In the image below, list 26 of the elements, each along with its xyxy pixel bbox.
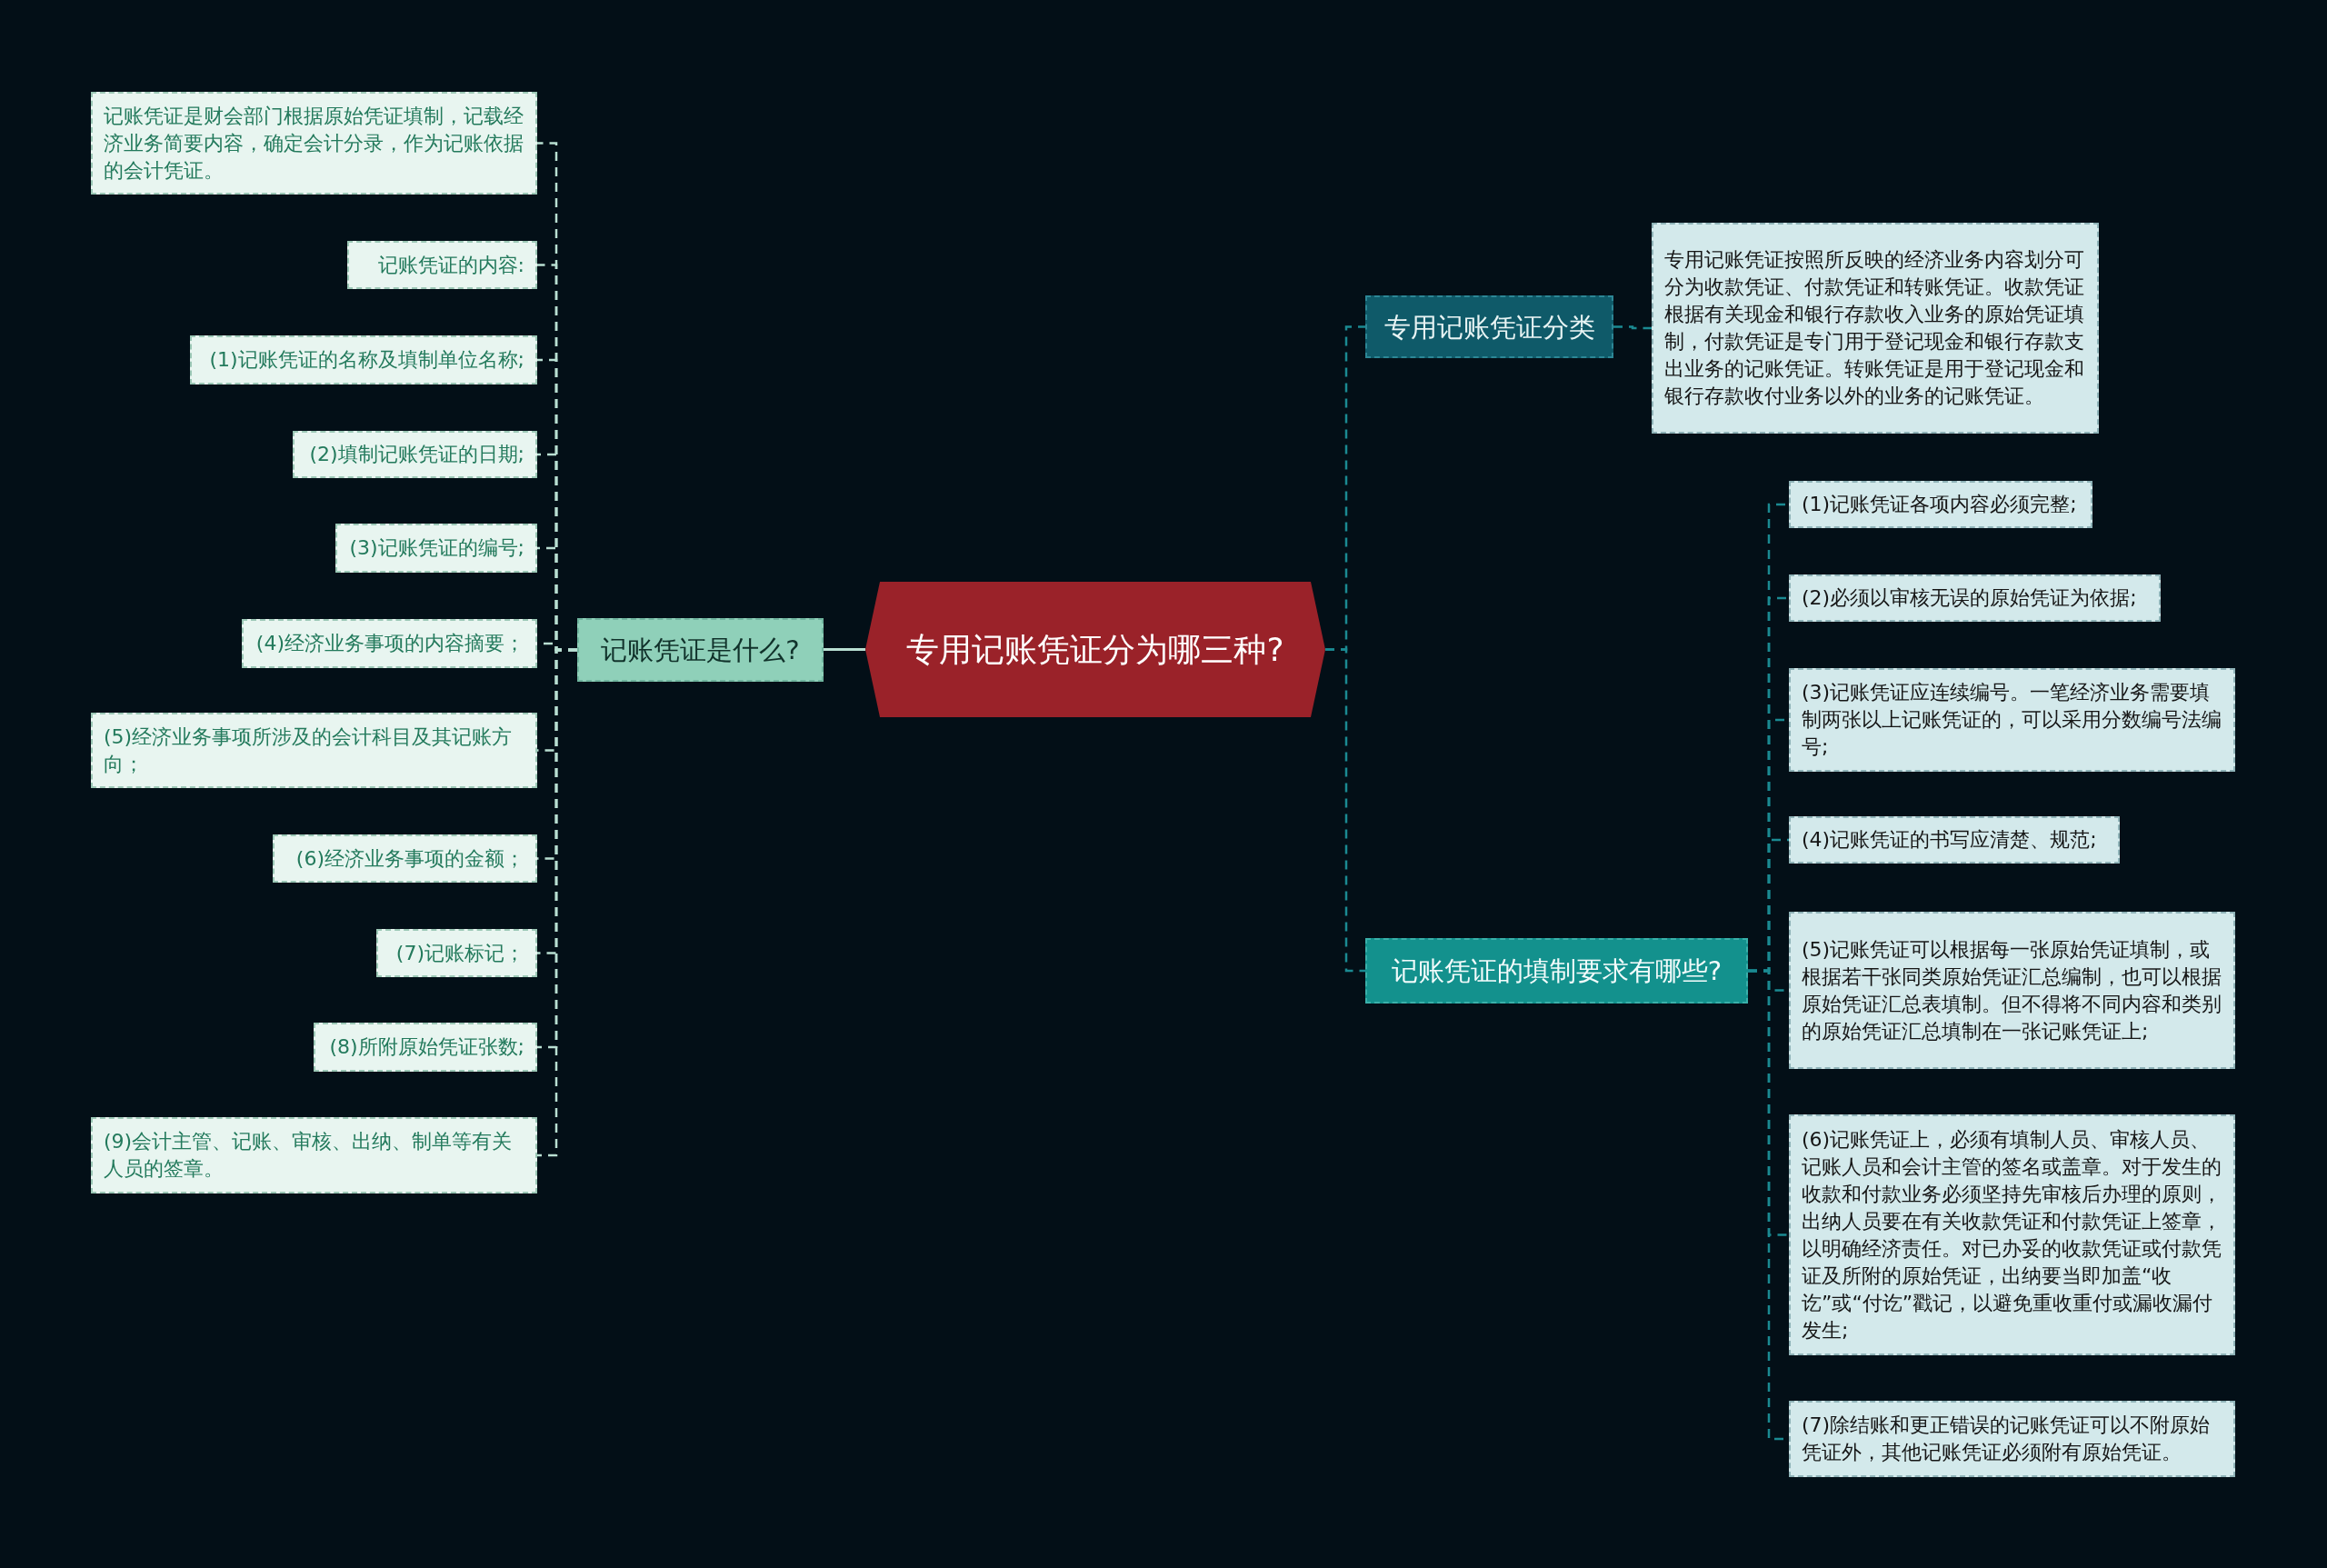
note-box: (7)除结账和更正错误的记账凭证可以不附原始凭证外，其他记账凭证必须附有原始凭证。	[1789, 1401, 2235, 1477]
note-box: (4)记账凭证的书写应清楚、规范;	[1789, 816, 2120, 864]
connector-line	[1325, 648, 1365, 973]
note-box: (6)记账凭证上，必须有填制人员、审核人员、记账人员和会计主管的签名或盖章。对于发生的收款和付款业务必须坚持先审核后办理的原则，出纳人员要在有关收款凭证和付款凭证上签章，以明确经济责任。对已办妥的收款凭证或付款凭证及所附的原始凭证，出纳要当即加盖“收讫”或“付讫”戳记，以避免重收重付或漏收漏付发生;	[1789, 1114, 2235, 1355]
note-box: 专用记账凭证按照所反映的经济业务内容划分可分为收款凭证、付款凭证和转账凭证。收款凭证根据有关现金和银行存款收入业务的原始凭证填制，付款凭证是专门用于登记现金和银行存款支出业务的记账凭证。转账凭证是用于登记现金和银行存款收付业务以外的业务的记账凭证。	[1652, 223, 2099, 434]
note-box: (3)记账凭证的编号;	[335, 524, 537, 573]
topic-box: 记账凭证的填制要求有哪些?	[1365, 938, 1748, 1004]
note-box: (4)经济业务事项的内容摘要；	[242, 619, 537, 668]
note-box: (5)记账凭证可以根据每一张原始凭证填制，或根据若干张同类原始凭证汇总编制，也可以根据原始凭证汇总表填制。但不得将不同内容和类别的原始凭证汇总填制在一张记账凭证上;	[1789, 912, 2235, 1069]
note-box: (5)经济业务事项所涉及的会计科目及其记账方向；	[91, 713, 537, 788]
topic-box: 记账凭证是什么?	[577, 618, 824, 682]
note-box: (3)记账凭证应连续编号。一笔经济业务需要填制两张以上记账凭证的，可以采用分数编号法编号;	[1789, 668, 2235, 772]
topic-box: 专用记账凭证分类	[1365, 295, 1613, 358]
note-box: (8)所附原始凭证张数;	[314, 1023, 537, 1072]
note-box: (6)经济业务事项的金额；	[273, 834, 537, 883]
note-box: (1)记账凭证的名称及填制单位名称;	[190, 335, 537, 385]
note-box: (2)填制记账凭证的日期;	[293, 431, 537, 478]
note-box: (7)记账标记；	[376, 929, 537, 977]
note-box: (9)会计主管、记账、审核、出纳、制单等有关人员的签章。	[91, 1117, 537, 1193]
note-box: 记账凭证的内容:	[347, 241, 537, 289]
connector-line	[824, 648, 865, 651]
connector-line	[1613, 325, 1652, 330]
note-box: (2)必须以审核无误的原始凭证为依据;	[1789, 574, 2161, 622]
central-topic: 专用记账凭证分为哪三种?	[865, 582, 1325, 717]
note-box: 记账凭证是财会部门根据原始凭证填制，记载经济业务简要内容，确定会计分录，作为记账依据的会计凭证。	[91, 92, 537, 195]
note-box: (1)记账凭证各项内容必须完整;	[1789, 481, 2092, 528]
